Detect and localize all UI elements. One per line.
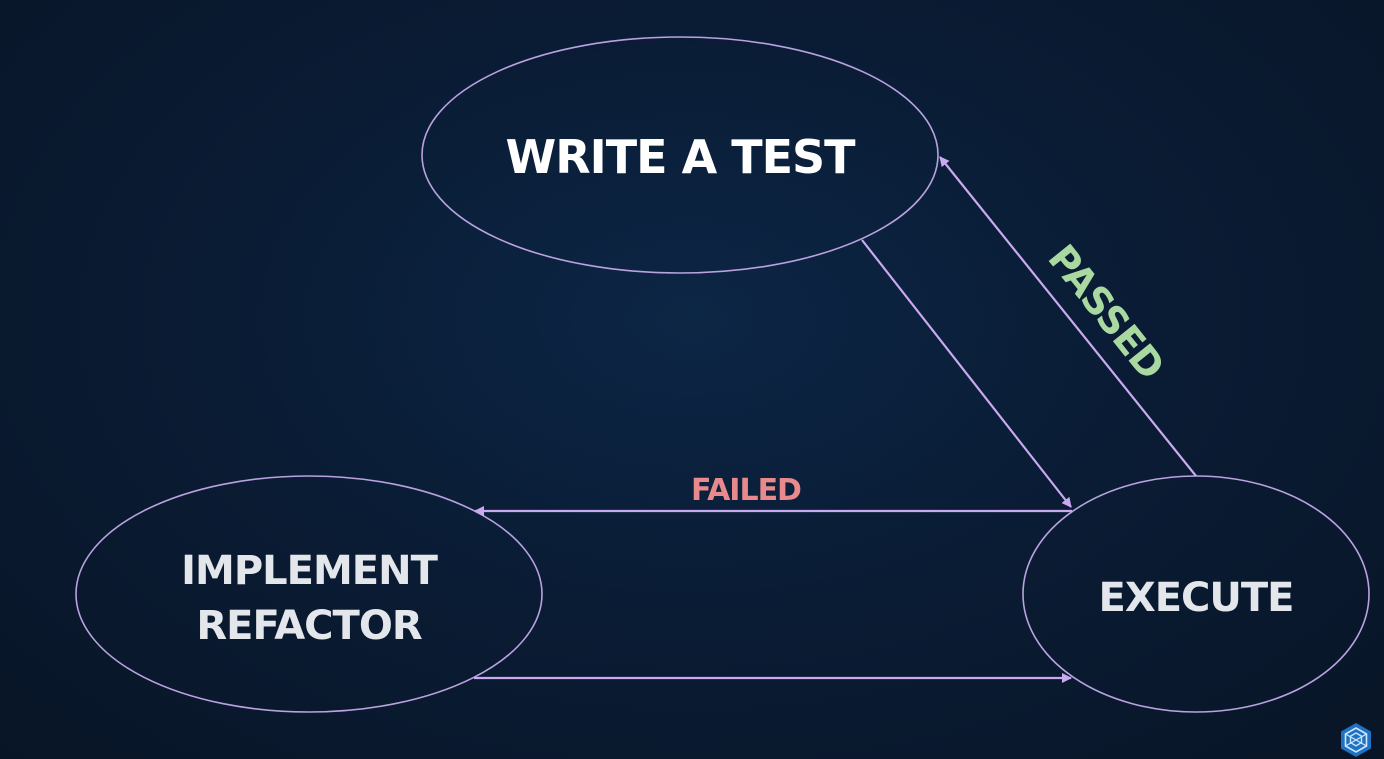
failed-label: FAILED [691, 473, 801, 508]
hexagon-cube-logo-icon [1341, 723, 1371, 757]
refactor-label: REFACTOR [196, 603, 421, 649]
execute-label: EXECUTE [1099, 575, 1294, 621]
implement-label: IMPLEMENT [181, 548, 438, 594]
write-test-label: WRITE A TEST [505, 130, 856, 184]
arrow-write-to-execute [861, 239, 1072, 508]
implement-refactor-node [75, 475, 543, 713]
write-test-node [421, 36, 939, 274]
arrow-execute-to-write-passed [939, 156, 1197, 477]
